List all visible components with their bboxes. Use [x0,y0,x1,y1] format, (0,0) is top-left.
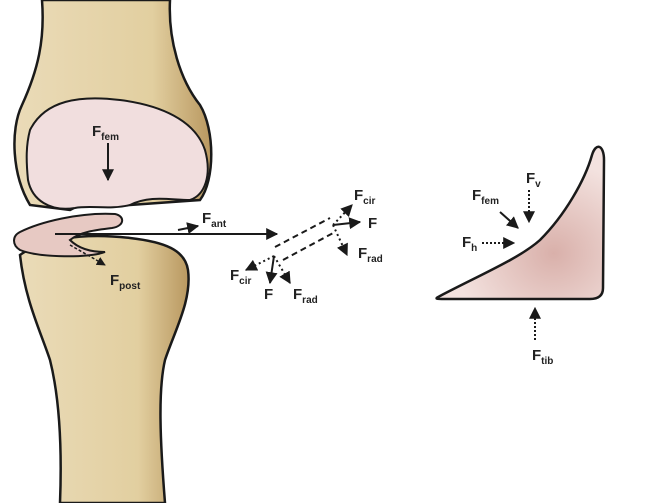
label-tri-f-v: Fv [526,170,541,190]
label-top-f: F [368,215,377,232]
vector-decomposition [244,204,362,285]
femoral-cartilage [25,97,209,210]
f-ant-arrow [177,222,200,235]
tibia [18,234,190,503]
label-bottom-f: F [264,286,273,303]
tri-f-fem-arrow [499,211,519,229]
label-tri-f-h: Fh [462,234,477,254]
meniscus-cross-section [435,145,606,301]
label-top-f-cir: Fcir [354,187,376,207]
label-bottom-f-cir: Fcir [230,267,252,287]
label-f-fem: Ffem [92,123,119,143]
label-tri-f-fem: Ffem [472,187,499,207]
label-top-f-rad: Frad [358,245,383,265]
label-f-post: Fpost [110,272,141,292]
label-bottom-f-rad: Frad [293,286,318,306]
label-f-ant: Fant [202,210,227,230]
label-tri-f-tib: Ftib [532,347,553,367]
f-post-arrow [69,244,106,266]
